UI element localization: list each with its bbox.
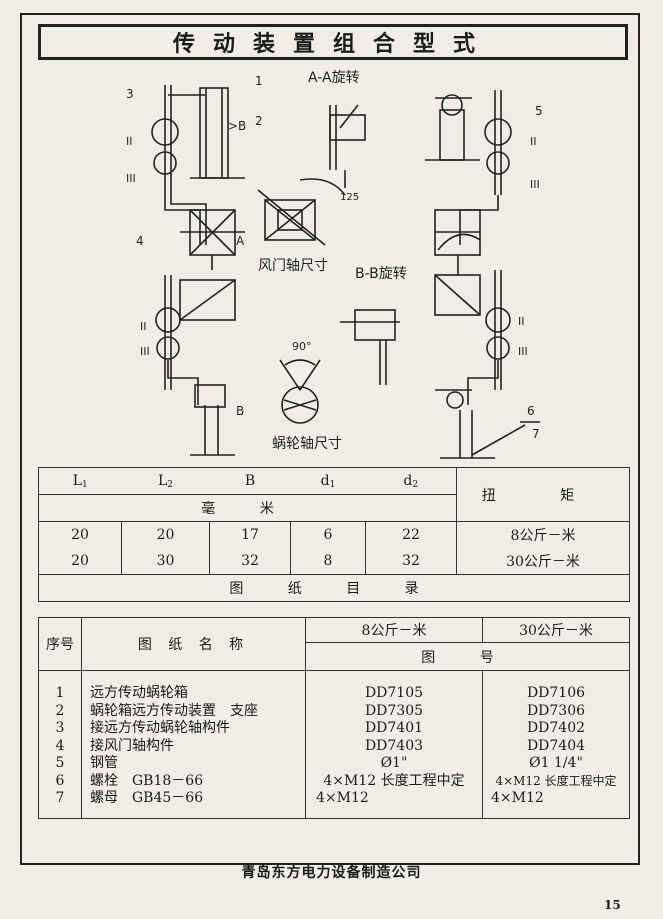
column-30kg: DD7106 DD7306 DD7402 DD7404 Ø1 1/4" 4×M1… [482,670,630,819]
label-roman-2-tr: II [530,135,537,148]
list-item-code-8: Ø1" [380,755,408,771]
cell-r2-l1: 20 [38,548,122,575]
label-section-aa: A-A旋转 [308,70,360,86]
label-roman-3-tr: III [530,178,540,191]
header-d1: d1 [290,467,366,495]
column-name: 远方传动蜗轮箱 蜗轮箱远方传动装置 支座 接远方传动蜗轮轴构件 接风门轴构件 钢… [81,670,306,819]
header-seq: 序号 [38,617,82,671]
list-item-no: 6 [55,772,65,789]
list-item-code-30: DD7306 [526,702,586,719]
label-b-gt: >B [228,119,246,133]
list-item-no: 3 [55,720,65,736]
list-item-code-30: DD7402 [526,720,586,736]
drawings-list-title: 图 纸 目 录 [38,574,630,602]
header-30kg: 30公斤－米 [482,616,630,644]
label-roman-3-br: III [518,345,528,358]
label-part-1: 1 [255,74,263,88]
column-seq: 1 2 3 4 5 6 7 [38,670,82,819]
page-title: 传动装置组合型式 [38,24,628,60]
cell-r2-l2: 30 [121,548,210,575]
list-item-name: 钢管 [90,755,118,771]
label-part-4: 4 [136,234,144,248]
list-item-name: 蜗轮箱远方传动装置 支座 [90,702,258,719]
list-item-no: 7 [55,790,65,806]
label-angle-90: 90° [292,340,312,353]
header-l1: L1 [38,467,122,495]
label-part-5: 5 [535,104,543,118]
label-roman-2-bl: II [140,320,147,333]
list-item-code-8: 4×M12 [316,790,369,806]
header-8kg: 8公斤－米 [305,616,483,644]
label-roman-3-bl: III [140,345,150,358]
label-roman-2-br: II [518,315,525,328]
list-item-name: 远方传动蜗轮箱 [90,685,188,701]
label-letter-a: A [236,234,245,248]
cell-r2-b: 32 [209,548,291,575]
label-part-3: 3 [126,87,134,101]
cell-r2-d2: 32 [365,548,457,575]
list-item-code-8: 4×M12 长度工程中定 [323,772,465,789]
list-item-code-8: DD7401 [364,720,424,736]
list-item-name: 接风门轴构件 [90,737,174,754]
list-item-code-8: DD7403 [364,737,424,754]
label-section-bb: B-B旋转 [355,266,407,282]
label-part-7: 7 [532,427,540,441]
label-worm-shaft: 蜗轮轴尺寸 [272,436,342,452]
drawings-table: 序号 图 纸 名 称 8公斤－米 30公斤－米 图 号 1 2 3 4 5 6 … [38,616,630,819]
cell-r2-d1: 8 [290,548,366,575]
header-drawing-no: 图 号 [305,642,630,671]
header-l2: L2 [121,467,210,495]
company-name: 青岛东方电力设备制造公司 [241,865,422,881]
label-dim-125: 125 [340,192,359,203]
unit-mm: 毫 米 [38,494,457,522]
page-number: 15 [604,898,621,912]
cell-r1-b: 17 [209,521,291,548]
cell-r1-d1: 6 [290,521,366,548]
column-8kg: DD7105 DD7305 DD7401 DD7403 Ø1" 4×M12 长度… [305,670,483,819]
list-item-code-30: Ø1 1/4" [529,755,583,771]
list-item-name: 螺母 GB45－66 [90,790,204,806]
list-item-code-30: 4×M12 长度工程中定 [495,773,617,788]
spec-table: L1 L2 B d1 d2 扭 矩 毫 米 20 20 17 6 22 8公斤－… [38,467,630,602]
list-item-no: 1 [55,685,65,701]
cell-r1-d2: 22 [365,521,457,548]
technical-drawing: A-A旋转 B-B旋转 风门轴尺寸 蜗轮轴尺寸 1 2 3 4 5 6 7 II… [126,70,543,459]
header-b: B [209,467,291,495]
label-letter-b: B [236,404,244,418]
cell-r1-l2: 20 [121,521,210,548]
label-roman-3-tl: III [126,172,136,185]
list-item-code-30: DD7404 [526,737,586,754]
list-item-no: 4 [55,737,65,754]
label-damper-shaft: 风门轴尺寸 [258,258,328,274]
cell-r1-torque: 8公斤－米 [456,521,630,548]
label-part-2: 2 [255,114,263,128]
list-item-name: 接远方传动蜗轮轴构件 [90,720,230,736]
list-item-code-30: DD7106 [526,685,586,701]
list-item-no: 5 [55,755,65,771]
list-item-code-8: DD7105 [364,685,424,701]
label-part-6: 6 [527,404,535,418]
list-item-name: 螺栓 GB18－66 [90,772,204,789]
page-frame [20,13,640,865]
header-torque: 扭 矩 [456,467,630,522]
label-roman-2-tl: II [126,135,133,148]
header-d2: d2 [365,467,457,495]
list-item-no: 2 [55,702,65,719]
cell-r1-l1: 20 [38,521,122,548]
list-item-code-8: DD7305 [364,702,424,719]
header-name: 图 纸 名 称 [81,617,306,671]
cell-r2-torque: 30公斤－米 [456,548,630,575]
list-item-code-30: 4×M12 [491,790,544,806]
